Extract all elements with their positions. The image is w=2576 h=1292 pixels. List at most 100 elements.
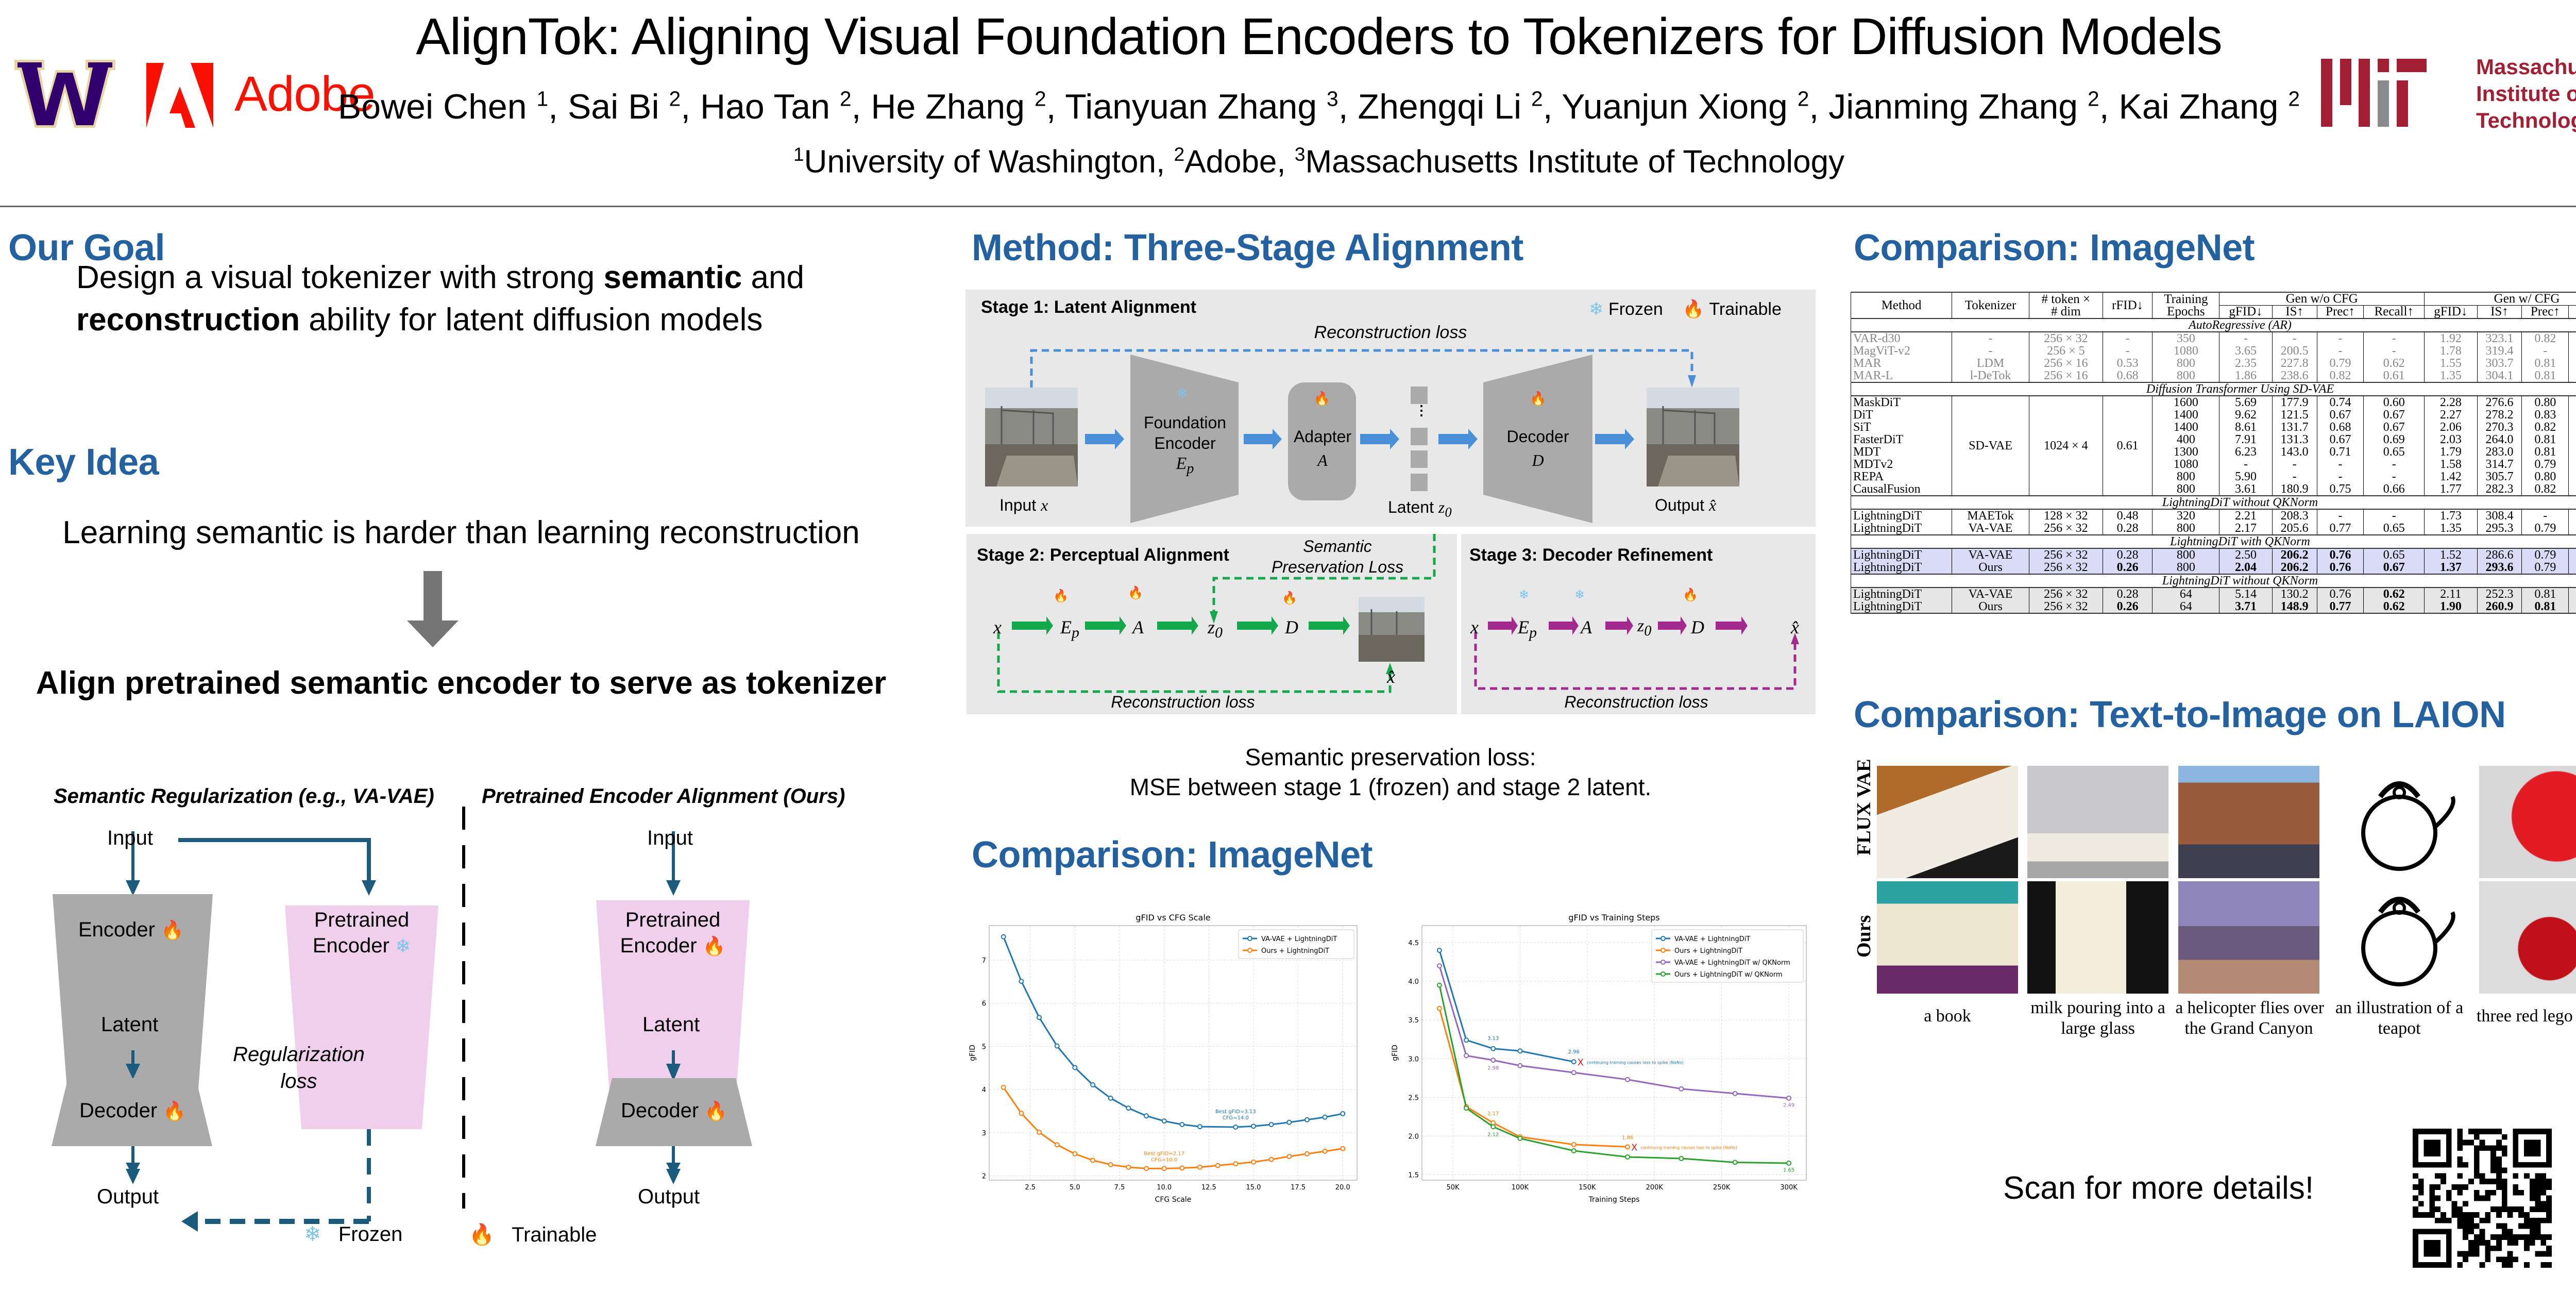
a-symbol: A: [1317, 451, 1328, 469]
ep-symbol-text: E: [1518, 617, 1529, 637]
table-cell: 0.61: [2568, 600, 2576, 613]
col-header-metric: IS↑: [2272, 305, 2317, 318]
qr-module: [2535, 1206, 2541, 1212]
right-diagram-title: Pretrained Encoder Alignment (Ours): [482, 785, 845, 808]
table-cell: 0.69: [2363, 433, 2425, 446]
qr-module: [2473, 1245, 2480, 1251]
fire-icon: 🔥: [1313, 391, 1331, 406]
qr-module: [2446, 1195, 2452, 1201]
qr-module: [2413, 1184, 2418, 1190]
qr-module: [2457, 1156, 2463, 1162]
table-cell: 0.61: [2568, 446, 2576, 458]
table-row: SiT14008.61131.70.680.672.06270.30.820.5…: [1850, 421, 2576, 433]
col-header-metric: gFID↓: [2424, 305, 2478, 318]
table-cell: 1.35: [2424, 522, 2478, 535]
qr-module: [2524, 1212, 2530, 1218]
table-cell: 0.81: [2521, 600, 2569, 613]
data-point: [1464, 1037, 1469, 1043]
mit-line: Massachusetts: [2476, 55, 2576, 79]
qr-module: [2501, 1134, 2507, 1140]
qr-module: [2535, 1229, 2541, 1235]
table-cell: 0.59: [2568, 421, 2576, 433]
encoder-text: Encoder: [78, 918, 155, 941]
stage1-legend: ❄ Frozen 🔥 Trainable: [1589, 299, 1782, 320]
qr-module: [2473, 1167, 2480, 1173]
data-point: [1215, 1163, 1221, 1168]
decoder-text: Decoder: [621, 1099, 699, 1122]
table-cell: 0.67: [2363, 421, 2425, 433]
table-cell: MaskDiT: [1850, 396, 1952, 409]
qr-module: [2479, 1262, 2485, 1268]
qr-module: [2524, 1217, 2530, 1223]
qr-module: [2540, 1251, 2547, 1257]
table-cell: 0.57: [2568, 409, 2576, 421]
qr-module: [2513, 1189, 2519, 1196]
table-cell: 6.23: [2219, 446, 2273, 458]
encoder-text: Encoder: [1154, 434, 1216, 452]
qr-module: [2529, 1217, 2535, 1223]
right-input-label: Input: [647, 827, 693, 849]
table-cell: 227.8: [2272, 357, 2317, 370]
data-point: [1054, 1043, 1060, 1049]
qr-module: [2451, 1201, 2458, 1207]
qr-module: [2457, 1184, 2463, 1190]
z-symbol-text: z: [1208, 617, 1215, 637]
col-header-rfid: rFID↓: [2102, 292, 2153, 318]
t2i-row-label: Ours: [1853, 915, 1875, 958]
author-affiliation: 2: [2288, 87, 2300, 111]
ep-symbol-text: E: [1060, 617, 1072, 637]
adapter-block: [1288, 382, 1356, 500]
stage3-panel: Stage 3: Decoder Refinement ❄ ❄ 🔥 x Ep A…: [1461, 534, 1816, 714]
series-line: [1438, 950, 1574, 1063]
col-header-metric: Prec↑: [2316, 305, 2364, 318]
col-header-metric: Recall↑: [2568, 305, 2576, 318]
table-cell: 286.6: [2477, 548, 2522, 561]
x-symbol: x: [993, 617, 1002, 637]
table-cell: 295.3: [2477, 522, 2522, 535]
qr-module: [2490, 1156, 2496, 1162]
col-header-method: Method: [1850, 292, 1952, 318]
table-cell: 0.61: [2363, 370, 2425, 382]
stage1-recon-loss: Reconstruction loss: [1314, 323, 1467, 342]
table-cell: 5.14: [2219, 588, 2273, 600]
qr-module: [2435, 1173, 2441, 1179]
qr-module: [2485, 1217, 2491, 1223]
data-point: [1179, 1165, 1185, 1171]
table-row: MDT13006.23143.00.710.651.79283.00.810.6…: [1850, 446, 2576, 458]
qr-module: [2468, 1245, 2474, 1251]
affiliation-name: Adobe,: [1184, 144, 1295, 180]
qr-module: [2468, 1223, 2474, 1229]
plot-frame: [1421, 925, 1807, 1181]
author-name: Jianming Zhang: [1828, 87, 2088, 126]
stage3-title: Stage 3: Decoder Refinement: [1469, 545, 1713, 565]
table-cell: 1600: [2152, 396, 2219, 409]
qr-module: [2479, 1229, 2485, 1235]
table-cell: -: [2316, 332, 2364, 345]
fire-icon: 🔥: [1053, 589, 1069, 603]
col-header-tokens: # token ×# dim: [2028, 292, 2103, 318]
stage2-diagram: [997, 534, 1436, 693]
generated-image: [2329, 766, 2470, 878]
table-cell: 400: [2152, 433, 2219, 446]
ep-subscript: p: [1072, 624, 1079, 642]
z-symbol: z: [1438, 498, 1445, 516]
qr-module: [2540, 1206, 2547, 1212]
adobe-logo-text: Adobe: [234, 66, 376, 122]
table-cell: 0.81: [2521, 588, 2569, 600]
table-cell: -: [2272, 471, 2317, 483]
qr-module: [2535, 1217, 2541, 1223]
data-point: [1436, 1005, 1442, 1011]
data-label: 3.13: [1487, 1036, 1499, 1042]
qr-module: [2540, 1262, 2547, 1268]
pretrained-encoder-block: [285, 905, 438, 1129]
adapter-label: Adapter A: [1284, 425, 1361, 472]
caption-line: three red lego blocks: [2476, 1006, 2576, 1026]
adapter-text: Adapter: [1293, 427, 1352, 446]
qr-code[interactable]: [2413, 1129, 2552, 1268]
table-cell: 238.6: [2272, 370, 2317, 382]
qr-module: [2540, 1234, 2547, 1240]
legend-label: VA-VAE + LightningDiT w/ QKNorm: [1674, 959, 1790, 967]
